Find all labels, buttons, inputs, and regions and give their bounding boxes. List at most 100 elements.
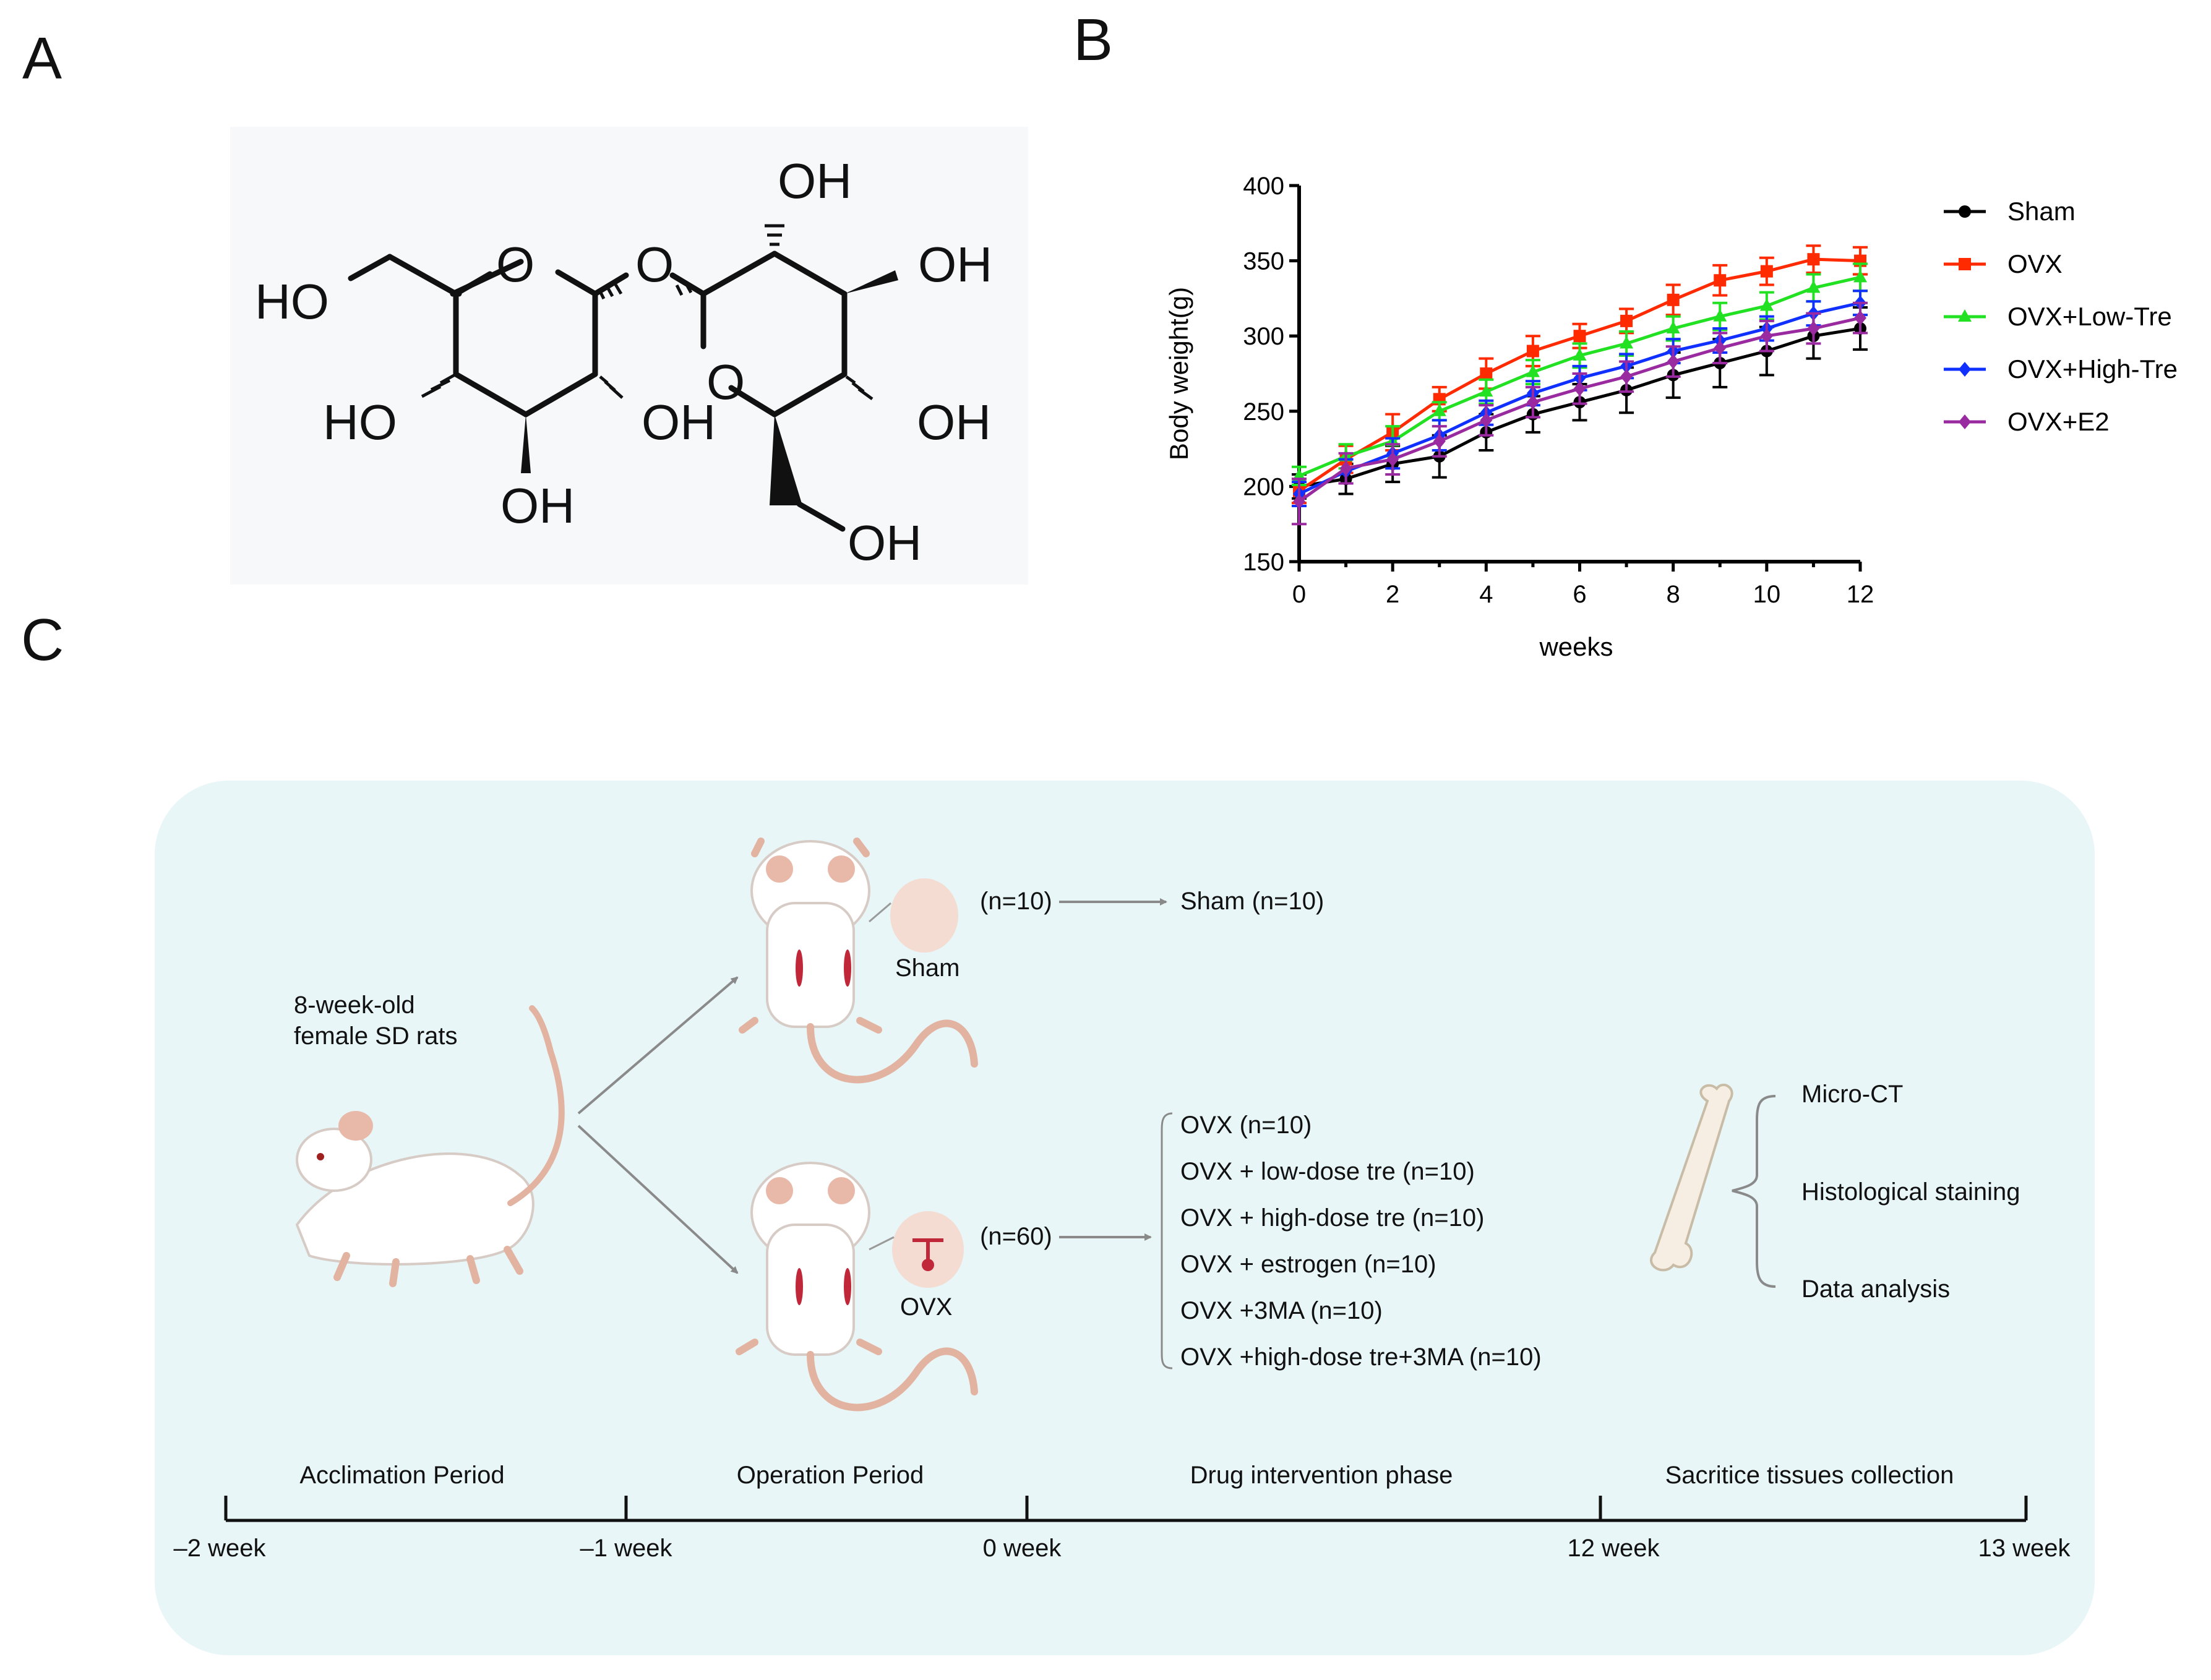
start-label: female SD rats — [294, 1022, 458, 1050]
y-tick-label: 350 — [1243, 248, 1284, 275]
data-point — [1620, 369, 1633, 384]
data-point — [1667, 354, 1680, 369]
phase-label: Operation Period — [737, 1462, 924, 1489]
phase-label: Acclimation Period — [299, 1462, 504, 1489]
rat-illustration — [736, 1162, 978, 1412]
data-point — [1959, 205, 1971, 218]
atom-label: OH — [500, 478, 575, 533]
y-tick-label: 200 — [1243, 473, 1284, 500]
x-tick-label: 12 — [1847, 581, 1874, 608]
timeline-label: –1 week — [580, 1535, 673, 1562]
data-point — [1958, 309, 1972, 322]
atom-label: O — [496, 237, 535, 292]
data-point — [1760, 265, 1773, 278]
phase-label: Drug intervention phase — [1190, 1462, 1453, 1489]
legend-label: OVX — [2007, 249, 2063, 278]
data-point — [1959, 362, 1971, 377]
arrow-to-ovx — [577, 1125, 739, 1274]
sham-count: (n=10) — [980, 888, 1052, 915]
legend-item: OVX+Low-Tre — [1944, 302, 2172, 331]
x-tick-label: 8 — [1667, 581, 1680, 608]
wedge-bond — [844, 270, 898, 294]
data-point — [1854, 311, 1866, 326]
data-point — [1573, 348, 1587, 361]
atom-label: OH — [917, 395, 991, 450]
data-point — [1959, 414, 1971, 429]
data-point — [1714, 274, 1727, 287]
panel-label-b: B — [1073, 7, 1114, 73]
analysis-item: Data analysis — [1801, 1275, 1950, 1303]
x-tick-label: 0 — [1292, 581, 1306, 608]
molecule-structure: HO O O OH OH HO OH O OH OH OH — [230, 127, 1028, 585]
data-point — [1713, 309, 1727, 322]
y-axis-label: Body weight(g) — [1164, 287, 1193, 460]
x-axis-label: weeks — [1539, 632, 1613, 661]
data-point — [1480, 413, 1493, 428]
series-ovx-e2 — [1292, 301, 1868, 526]
atom-label: OH — [642, 395, 716, 450]
atom-label: OH — [848, 515, 922, 570]
data-point — [1666, 321, 1680, 334]
data-point — [1526, 345, 1539, 358]
atom-label: O — [635, 237, 674, 292]
timeline-label: 12 week — [1568, 1535, 1660, 1562]
y-tick-label: 300 — [1243, 323, 1284, 350]
data-point — [1526, 364, 1540, 377]
wedge-bond — [770, 414, 802, 505]
data-point — [1806, 280, 1821, 293]
data-point — [1526, 395, 1539, 410]
data-point — [1620, 314, 1633, 327]
timeline-label: –2 week — [174, 1535, 267, 1562]
ovx-label: OVX — [900, 1293, 952, 1321]
sham-group: Sham (n=10) — [1180, 888, 1324, 915]
data-point — [1714, 340, 1727, 356]
x-tick-label: 10 — [1753, 581, 1781, 608]
rat-illustration — [295, 1005, 565, 1287]
group-item: OVX + estrogen (n=10) — [1180, 1251, 1436, 1278]
panel-label-a: A — [22, 25, 62, 92]
start-label: 8-week-old — [294, 992, 415, 1019]
atom-label: OH — [918, 237, 992, 292]
data-point — [1573, 330, 1586, 343]
timeline-label: 13 week — [1978, 1535, 2071, 1562]
data-point — [1760, 328, 1773, 344]
data-point — [1386, 452, 1399, 467]
data-point — [1432, 403, 1446, 416]
molecule-background — [230, 127, 1028, 585]
data-point — [1807, 253, 1820, 266]
group-item: OVX + high-dose tre (n=10) — [1180, 1204, 1484, 1232]
data-point — [1620, 336, 1634, 349]
data-point — [1479, 384, 1493, 397]
analysis-brace — [1732, 1095, 1776, 1288]
wedge-bond — [521, 414, 531, 473]
legend-item: OVX+E2 — [1944, 407, 2110, 436]
experimental-design: 8-week-old female SD rats Sham OVX (n=10… — [174, 838, 2071, 1562]
atom-label: OH — [778, 153, 852, 208]
x-tick-label: 6 — [1573, 581, 1586, 608]
atom-label: HO — [255, 274, 329, 329]
timeline-label: 0 week — [983, 1535, 1062, 1562]
data-point — [1480, 367, 1493, 380]
atom-label: HO — [323, 395, 397, 450]
data-point — [1293, 494, 1305, 509]
legend-label: OVX+High-Tre — [2007, 354, 2178, 384]
legend-label: Sham — [2007, 197, 2076, 226]
sham-label: Sham — [895, 954, 960, 982]
y-tick-label: 250 — [1243, 398, 1284, 426]
group-item: OVX + low-dose tre (n=10) — [1180, 1158, 1475, 1185]
legend-item: OVX — [1944, 249, 2063, 278]
phase-label: Sacritice tissues collection — [1665, 1462, 1954, 1489]
data-point — [1759, 298, 1774, 311]
arrow-to-sham — [577, 976, 739, 1115]
panel-label-c: C — [21, 607, 64, 673]
group-item: OVX +3MA (n=10) — [1180, 1297, 1383, 1324]
legend-item: OVX+High-Tre — [1944, 354, 2178, 384]
data-point — [1959, 258, 1971, 270]
legend-label: OVX+E2 — [2007, 407, 2110, 436]
rat-illustration — [739, 838, 978, 1084]
data-point — [1573, 381, 1586, 396]
x-tick-label: 4 — [1479, 581, 1493, 608]
group-item: OVX (n=10) — [1180, 1112, 1312, 1139]
y-tick-label: 150 — [1243, 549, 1284, 576]
